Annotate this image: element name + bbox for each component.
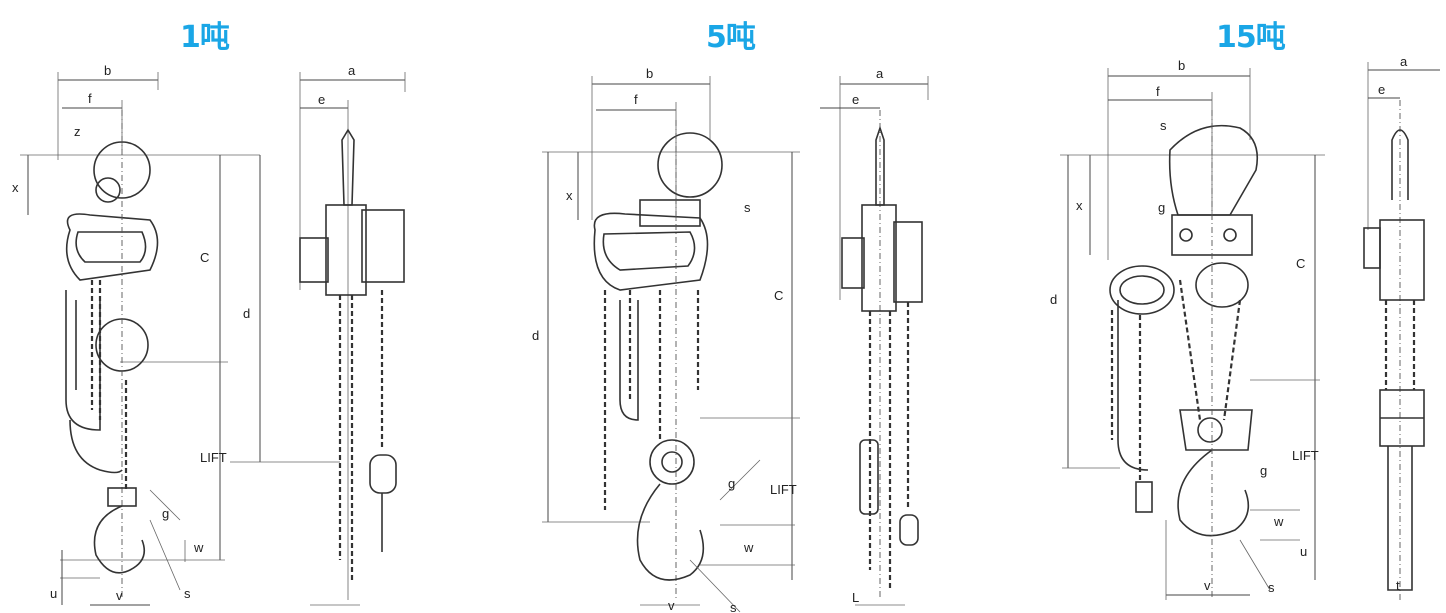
diagram-3-side-view: a e t <box>1363 54 1440 600</box>
dim-w: w <box>1273 514 1284 529</box>
dim-b: b <box>646 66 653 81</box>
title-1-ton: 1吨 <box>180 20 230 55</box>
diagram-2-front-view: b f x s C d LIFT g g w v s <box>532 66 800 613</box>
title-15-ton: 15吨 <box>1216 20 1286 55</box>
dim-x: x <box>566 188 573 203</box>
side-dim-a: a <box>348 63 356 78</box>
dim-d: d <box>532 328 539 343</box>
side-dim-a: a <box>876 66 884 81</box>
dim-g-label: g <box>728 476 735 491</box>
dim-lift: LIFT <box>770 482 797 497</box>
dim-x: x <box>12 180 19 195</box>
dim-v: v <box>116 588 123 603</box>
side-dim-a: a <box>1400 54 1408 69</box>
dim-s: s <box>1160 118 1167 133</box>
dim-b: b <box>104 63 111 78</box>
dim-v: v <box>668 598 675 613</box>
dim-s2: s <box>730 600 737 613</box>
side-dim-t: t <box>1396 578 1400 593</box>
dim-s: s <box>184 586 191 601</box>
dim-b: b <box>1178 58 1185 73</box>
side-dim-l: L <box>852 590 859 605</box>
dim-g2: g <box>1260 463 1267 478</box>
title-5-ton: 5吨 <box>706 20 756 55</box>
diagram-3-front-view: b f s x g d C LIFT g w u v s <box>1050 58 1325 600</box>
dim-lift: LIFT <box>200 450 227 465</box>
dim-d: d <box>1050 292 1057 307</box>
side-dim-e: e <box>318 92 325 107</box>
dim-lift: LIFT <box>1292 448 1319 463</box>
side-dim-e: e <box>852 92 859 107</box>
dim-w: w <box>743 540 754 555</box>
dim-g: g <box>162 506 169 521</box>
dim-z: z <box>74 124 81 139</box>
dim-w: w <box>193 540 204 555</box>
dim-c: C <box>1296 256 1305 271</box>
dim-s2: s <box>1268 580 1275 595</box>
dim-v: v <box>1204 578 1211 593</box>
dim-d: d <box>243 306 250 321</box>
dim-f: f <box>88 91 92 106</box>
diagram-1-front-view: b f z x C d LIFT g w u v s <box>12 63 340 606</box>
dim-c: C <box>774 288 783 303</box>
dim-f: f <box>634 92 638 107</box>
dim-s: s <box>744 200 751 215</box>
diagram-1-side-view: a e <box>299 63 406 606</box>
dim-x: x <box>1076 198 1083 213</box>
dim-u: u <box>1300 544 1307 559</box>
dim-f: f <box>1156 84 1160 99</box>
dim-u: u <box>50 586 57 601</box>
side-dim-e: e <box>1378 82 1385 97</box>
dim-g: g <box>1158 200 1165 215</box>
dim-c: C <box>200 250 209 265</box>
diagram-2-side-view: a e L <box>820 66 929 606</box>
